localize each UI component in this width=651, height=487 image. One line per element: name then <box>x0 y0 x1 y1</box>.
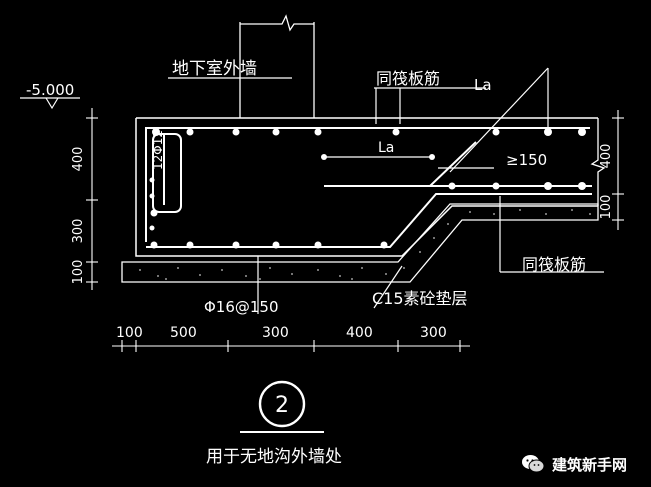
detail-marker <box>240 380 324 433</box>
label-basement-wall: 地下室外墙 <box>172 59 257 79</box>
watermark: 建筑新手网 <box>520 451 627 477</box>
label-la-top: La <box>474 76 492 94</box>
watermark-text: 建筑新手网 <box>551 455 627 474</box>
rebar-dots <box>149 128 586 249</box>
dim-left-1: 400 <box>71 147 86 172</box>
detail-number: 2 <box>275 393 289 418</box>
wechat-icon <box>521 455 545 473</box>
wall-extension <box>239 14 315 118</box>
cushion-layer <box>121 203 599 283</box>
caption: 用于无地沟外墙处 <box>206 447 342 467</box>
dim-bottom-2: 500 <box>170 325 197 341</box>
annotation-lines <box>20 67 604 314</box>
rebar-cage <box>145 127 592 248</box>
label-raft-rebar-right: 同筏板筋 <box>522 255 586 274</box>
dim-right <box>612 110 624 230</box>
label-ge150: ≥150 <box>506 151 547 169</box>
beam-outline <box>135 117 598 257</box>
dim-left <box>86 108 98 290</box>
label-la-inner: La <box>378 140 394 156</box>
dim-left-3: 100 <box>71 260 86 285</box>
dim-right-1: 400 <box>599 144 614 169</box>
dim-bottom-1: 100 <box>116 325 143 341</box>
dim-left-2: 300 <box>71 219 86 244</box>
label-elevation: -5.000 <box>26 81 74 99</box>
label-bottom-bar: Φ16@150 <box>204 298 279 316</box>
label-raft-rebar-top: 同筏板筋 <box>376 69 440 88</box>
dim-bottom-3: 300 <box>262 325 289 341</box>
dim-bottom-4: 400 <box>346 325 373 341</box>
label-stirrup: 12Φ12 <box>151 130 165 170</box>
dim-right-2: 100 <box>599 195 614 220</box>
break-mark-right <box>590 118 606 206</box>
dim-bottom-5: 300 <box>420 325 447 341</box>
label-cushion: C15素砼垫层 <box>372 289 468 308</box>
dim-bottom <box>112 340 470 352</box>
